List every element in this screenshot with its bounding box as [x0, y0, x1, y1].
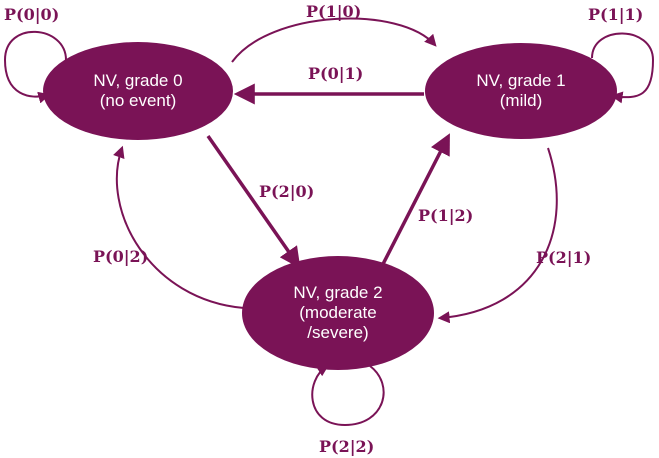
node-grade-2-subtitle-2: /severe) [307, 323, 368, 342]
node-grade-2-shape [242, 256, 434, 370]
edge-p20 [206, 134, 301, 269]
edge-p11 [591, 32, 655, 104]
edge-p02 [113, 145, 245, 309]
edge-p22 [311, 364, 385, 427]
node-grade-1-subtitle: (mild) [500, 91, 543, 110]
label-p10: P(1|0) [306, 2, 361, 21]
edge-p21 [437, 147, 558, 324]
node-grade-2-title: NV, grade 2 [293, 283, 382, 302]
node-grade-0-title: NV, grade 0 [93, 71, 182, 90]
node-grade-2-subtitle: (moderate [299, 303, 376, 322]
label-p11: P(1|1) [588, 5, 643, 24]
label-p22: P(2|2) [319, 437, 374, 456]
node-grade-1-shape [425, 43, 617, 139]
label-p01: P(0|1) [308, 64, 363, 83]
label-p12: P(1|2) [418, 206, 473, 225]
node-grade-1: NV, grade 1 (mild) [425, 43, 617, 139]
label-p02: P(0|2) [93, 247, 148, 266]
label-p00: P(0|0) [4, 5, 59, 24]
edge-p00 [3, 30, 67, 104]
node-grade-2: NV, grade 2 (moderate /severe) [242, 256, 434, 370]
edge-p10 [231, 17, 437, 63]
node-grade-0-subtitle: (no event) [100, 91, 177, 110]
node-grade-1-title: NV, grade 1 [476, 71, 565, 90]
node-grade-0: NV, grade 0 (no event) [43, 42, 233, 140]
label-p20: P(2|0) [259, 182, 314, 201]
edge-p12 [379, 133, 450, 269]
node-grade-0-shape [43, 42, 233, 140]
label-p21: P(2|1) [536, 248, 591, 267]
